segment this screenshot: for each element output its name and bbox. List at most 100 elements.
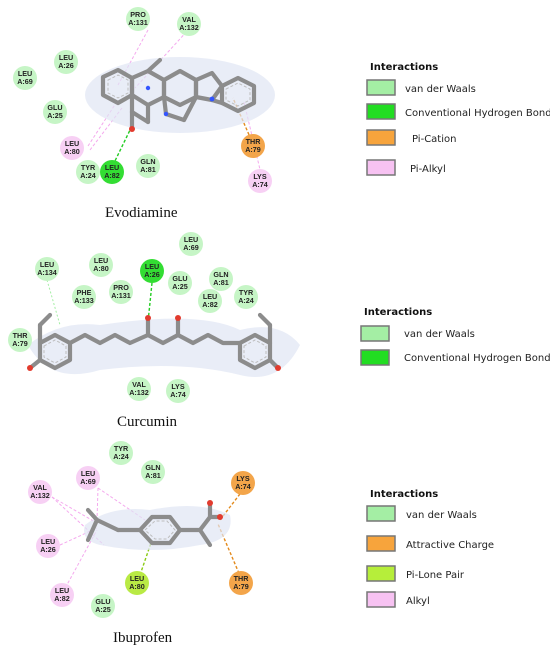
residue-val132-id: A:132 (179, 23, 199, 32)
panel-evodiamine: PRO A:131 VAL A:132 LEU A:26 LEU A:69 GL… (13, 7, 550, 221)
residue-val132 (177, 12, 201, 36)
residue-leu82-id: A:82 (104, 171, 120, 180)
residue-i-leu80-name: LEU (130, 574, 144, 583)
residues-evodiamine: PRO A:131 VAL A:132 LEU A:26 LEU A:69 GL… (13, 7, 272, 193)
residue-c-leu82-name: LEU (203, 292, 217, 301)
residue-thr79-name: THR (246, 137, 262, 146)
residue-gln81-name: GLN (140, 157, 155, 166)
legend-swatch-i-lonepair (366, 565, 396, 582)
residue-leu26-id: A:26 (58, 61, 74, 70)
residue-c-val132 (127, 377, 151, 401)
residue-c-lys74-name: LYS (171, 382, 185, 391)
residue-glu25-id: A:25 (47, 111, 63, 120)
residue-i-leu26 (36, 534, 60, 558)
residue-tyr24-id: A:24 (80, 171, 96, 180)
residue-i-leu69-name: LEU (81, 469, 95, 478)
legend-curcumin: Interactions van der Waals Conventional … (360, 307, 550, 366)
residue-glu25 (43, 100, 67, 124)
residue-c-leu69-id: A:69 (183, 243, 199, 252)
legend-swatch-c-vdw (360, 325, 390, 342)
legend-swatch-i-alkyl (366, 591, 396, 608)
residue-c-gln81 (209, 267, 233, 291)
residue-c-thr79 (8, 328, 32, 352)
legend-label-hbond: Conventional Hydrogen Bond (405, 108, 550, 119)
legend-label-c-vdw: van der Waals (404, 329, 475, 340)
legend-swatch-vdw (366, 79, 396, 96)
residue-c-phe133-id: A:133 (74, 296, 94, 305)
residue-c-leu80-id: A:80 (93, 264, 109, 273)
residue-c-thr79-name: THR (13, 331, 29, 340)
residue-i-leu26-name: LEU (41, 537, 55, 546)
legend-title-evodiamine: Interactions (370, 62, 438, 73)
legend-ibuprofen: Interactions van der Waals Attractive Ch… (366, 489, 494, 608)
residue-i-lys74-name: LYS (236, 474, 250, 483)
legend-evodiamine: Interactions van der Waals Conventional … (366, 62, 550, 176)
residue-c-leu80-name: LEU (94, 256, 108, 265)
molecule-evodiamine (85, 57, 275, 133)
residue-c-leu69-name: LEU (184, 235, 198, 244)
residue-i-tyr24-name: TYR (114, 444, 129, 453)
legend-label-i-vdw: van der Waals (406, 510, 477, 521)
residue-c-leu26-name: LEU (145, 262, 159, 271)
residue-pro131-name: PRO (130, 10, 146, 19)
title-curcumin: Curcumin (117, 414, 177, 430)
legend-label-vdw: van der Waals (405, 84, 476, 95)
legend-swatch-c-hbond (360, 349, 390, 366)
residue-leu69 (13, 66, 37, 90)
residue-leu80-name: LEU (65, 139, 79, 148)
legend-label-c-hbond: Conventional Hydrogen Bond (404, 353, 550, 364)
residue-gln81 (136, 154, 160, 178)
residue-c-leu26 (140, 259, 164, 283)
residue-i-gln81 (141, 460, 165, 484)
residue-i-gln81-name: GLN (145, 463, 160, 472)
residue-c-tyr24-id: A:24 (238, 296, 254, 305)
legend-label-i-lonepair: Pi-Lone Pair (406, 570, 465, 581)
residue-i-gln81-id: A:81 (145, 471, 161, 480)
residues-curcumin: LEU A:69 LEU A:134 LEU A:80 LEU A:26 GLU… (8, 232, 258, 403)
legend-label-i-alkyl: Alkyl (406, 596, 430, 607)
residue-c-leu82 (198, 289, 222, 313)
residue-i-tyr24-id: A:24 (113, 452, 129, 461)
residue-c-glu25 (168, 271, 192, 295)
legend-swatch-i-vdw (366, 505, 396, 522)
molecule-ibuprofen (84, 500, 231, 550)
interaction-lines-curcumin (46, 279, 153, 326)
residue-thr79-id: A:79 (245, 145, 261, 154)
residue-c-leu69 (179, 232, 203, 256)
residue-c-tyr24 (234, 285, 258, 309)
residue-c-leu134-id: A:134 (37, 268, 57, 277)
legend-title-ibuprofen: Interactions (370, 489, 438, 500)
residue-pro131 (126, 7, 150, 31)
residue-i-val132 (28, 480, 52, 504)
residue-pro131-id: A:131 (128, 18, 148, 27)
residue-i-leu82-id: A:82 (54, 594, 70, 603)
title-ibuprofen: Ibuprofen (113, 630, 173, 646)
residue-i-leu69 (76, 466, 100, 490)
panel-ibuprofen: TYR A:24 LEU A:69 GLN A:81 VAL A:132 LYS… (28, 441, 494, 646)
residue-c-leu80 (89, 253, 113, 277)
residues-ibuprofen: TYR A:24 LEU A:69 GLN A:81 VAL A:132 LYS… (28, 441, 255, 618)
residue-i-thr79 (229, 571, 253, 595)
residue-c-glu25-name: GLU (172, 274, 187, 283)
residue-c-gln81-id: A:81 (213, 278, 229, 287)
residue-c-phe133-name: PHE (77, 288, 92, 297)
residue-c-pro131 (109, 280, 133, 304)
residue-c-leu134 (35, 257, 59, 281)
residue-i-thr79-id: A:79 (233, 582, 249, 591)
legend-swatch-pialkyl (366, 159, 396, 176)
residue-leu80-id: A:80 (64, 147, 80, 156)
residue-i-glu25-id: A:25 (95, 605, 111, 614)
residue-lys74-id: A:74 (252, 180, 268, 189)
residue-leu69-name: LEU (18, 69, 32, 78)
residue-c-leu26-id: A:26 (144, 270, 160, 279)
residue-leu26 (54, 50, 78, 74)
residue-i-leu80-id: A:80 (129, 582, 145, 591)
residue-c-val132-name: VAL (132, 380, 146, 389)
residue-c-lys74-id: A:74 (170, 390, 186, 399)
residue-c-pro131-name: PRO (113, 283, 129, 292)
residue-i-tyr24 (109, 441, 133, 465)
legend-swatch-pication (366, 129, 396, 146)
residue-i-val132-name: VAL (33, 483, 47, 492)
legend-label-pication: Pi-Cation (412, 134, 456, 145)
